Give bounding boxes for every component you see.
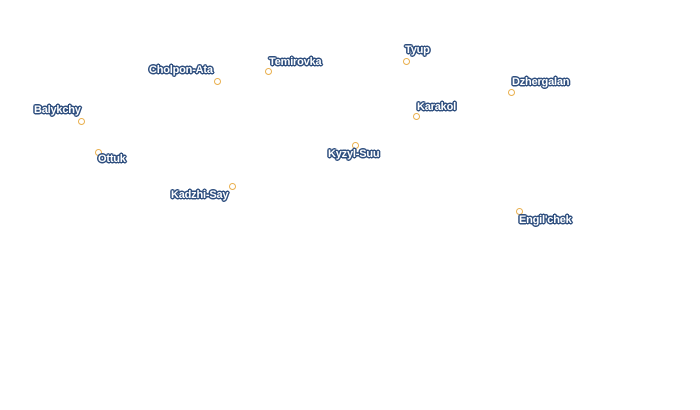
place-marker-tyup[interactable] [403, 58, 410, 65]
place-label-tyup: Tyup [405, 44, 430, 56]
place-label-karakol: Karakol [417, 101, 456, 113]
place-label-engilchek: Engil'chek [519, 214, 572, 226]
place-label-ottuk: Ottuk [98, 153, 126, 165]
place-marker-engilchek[interactable] [516, 208, 523, 215]
place-label-dzhergalan: Dzhergalan [512, 76, 570, 88]
place-marker-temirovka[interactable] [265, 68, 272, 75]
place-label-kadzhi-say: Kadzhi-Say [171, 189, 229, 201]
place-marker-dzhergalan[interactable] [508, 89, 515, 96]
place-label-cholpon-ata: Cholpon-Ata [149, 64, 213, 76]
place-marker-balykchy[interactable] [78, 118, 85, 125]
place-marker-karakol[interactable] [413, 113, 420, 120]
place-marker-ottuk[interactable] [95, 149, 102, 156]
place-label-kyzyl-suu: Kyzyl-Suu [328, 148, 380, 160]
place-marker-kyzyl-suu[interactable] [352, 142, 359, 149]
place-marker-kadzhi-say[interactable] [229, 183, 236, 190]
place-label-temirovka: Temirovka [269, 56, 322, 68]
place-label-balykchy: Balykchy [34, 104, 81, 116]
place-marker-cholpon-ata[interactable] [214, 78, 221, 85]
